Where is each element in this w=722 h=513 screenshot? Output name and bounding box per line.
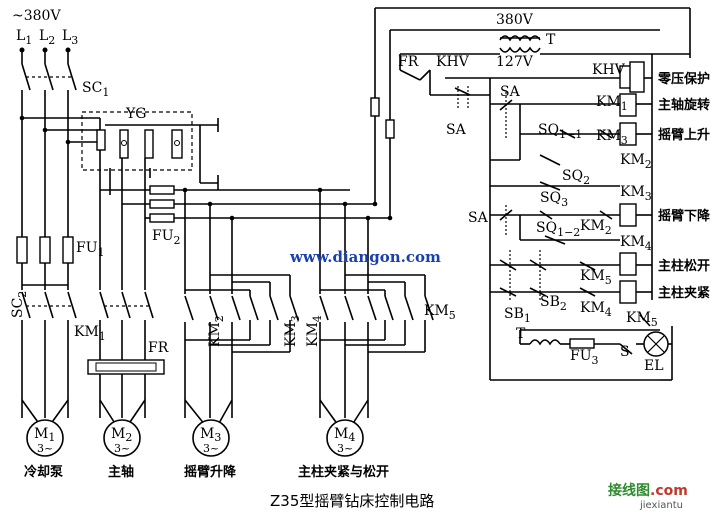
func-zero-voltage: 零压保护 [657, 71, 710, 87]
sq1-2-label: SQ1−2 [536, 220, 580, 239]
func-spindle: 主轴旋转 [658, 97, 710, 113]
svg-text:M4: M4 [334, 426, 355, 444]
sa-down-label: SA [468, 210, 489, 226]
km4-coil-label: KM4 [620, 234, 652, 253]
watermark-url: www.diangon.com [289, 248, 441, 266]
km5-main-label: KM5 [424, 303, 456, 322]
supply-lines [19, 47, 71, 418]
svg-text:M3: M3 [200, 426, 221, 444]
km2-main-label: KM2 [207, 315, 226, 347]
km3-coil-label: KM3 [620, 184, 652, 203]
func-arm-up: 摇臂上升 [658, 127, 710, 143]
km2-coil-label: KM2 [620, 152, 652, 171]
km2-ctrl-label: KM2 [580, 218, 612, 237]
svg-text:3~: 3~ [37, 442, 53, 455]
svg-text:3~: 3~ [114, 442, 130, 455]
khv-ctrl-label: KHV [436, 54, 470, 70]
lamp-el-label: EL [644, 358, 664, 374]
m2-label: 主轴 [108, 464, 134, 480]
km5-ctrl-label: KM5 [580, 268, 612, 287]
site-logo-sub: jiexiantu [639, 500, 683, 511]
khv-coil-label: KHV [592, 62, 626, 78]
sc1-label: SC1 [82, 80, 109, 99]
yg-label: YG [125, 106, 146, 122]
m3-label: 摇臂升降 [184, 464, 237, 480]
func-column-clamp: 主柱夹紧 [658, 285, 710, 301]
sa-left-label: SA [446, 122, 467, 138]
site-logo: 接线图.com [608, 482, 688, 499]
yg-switch-block [81, 111, 219, 195]
km3-main-label: KM3 [283, 315, 302, 347]
sb1-label: SB1 [504, 306, 531, 325]
fu1-label: FU1 [76, 240, 105, 259]
l1-label: L1 [16, 28, 32, 47]
km1-main-label: KM1 [74, 324, 106, 343]
supply-taps [19, 115, 100, 286]
transformer-t-label: T [546, 32, 556, 48]
m1-label: 冷却泵 [24, 464, 63, 480]
svg-text:3~: 3~ [337, 442, 353, 455]
fu3-label: FU3 [570, 348, 599, 367]
fr-thermal-relay [87, 359, 165, 375]
svg-text:3~: 3~ [203, 442, 219, 455]
supply-voltage-label: ~380V [12, 8, 61, 24]
sq2-label: SQ2 [562, 168, 590, 187]
km4-ctrl-label: KM4 [580, 300, 612, 319]
l3-label: L3 [62, 28, 78, 47]
control-feeders [370, 7, 691, 221]
switch-s-label: S [620, 344, 630, 360]
sq3-label: SQ3 [540, 190, 568, 209]
km1-coil-label: KM1 [596, 94, 628, 113]
svg-text:M2: M2 [111, 426, 132, 444]
arm-lift-branch: M3 3~ [177, 187, 299, 457]
sq1-1-label: SQ1−1 [538, 122, 582, 141]
motor-m2: M2 3~ [99, 399, 146, 457]
m4-label: 主柱夹紧与松开 [298, 464, 389, 480]
diagram-caption: Z35型摇臂钻床控制电路 [270, 492, 434, 510]
sa-right-label: SA [500, 84, 521, 100]
control-voltage-out: 127V [496, 54, 534, 70]
control-circuit [399, 54, 673, 381]
func-arm-down: 摇臂下降 [658, 208, 711, 224]
fu2-label: FU2 [152, 228, 181, 247]
fr-ctrl-label: FR [398, 54, 419, 70]
sb2-label: SB2 [540, 294, 567, 313]
column-clamp-branch: M4 3~ [312, 187, 434, 457]
fu1-fuses [16, 236, 74, 264]
transformer-lamp-label: T [516, 326, 526, 342]
func-column-release: 主柱松开 [658, 258, 710, 274]
km3-ctrl-label: KM3 [596, 128, 628, 147]
sc2-switch [14, 290, 77, 320]
km4-main-label: KM4 [305, 315, 324, 347]
l2-label: L2 [39, 28, 55, 47]
sc1-switch [14, 63, 77, 91]
fr-main-label: FR [148, 340, 169, 356]
motor-m1: M1 3~ [21, 399, 69, 457]
control-voltage-in: 380V [496, 12, 534, 28]
km5-lamp-label: KM5 [626, 310, 658, 329]
svg-text:M1: M1 [34, 426, 55, 444]
sc2-label: SC2 [10, 291, 29, 318]
